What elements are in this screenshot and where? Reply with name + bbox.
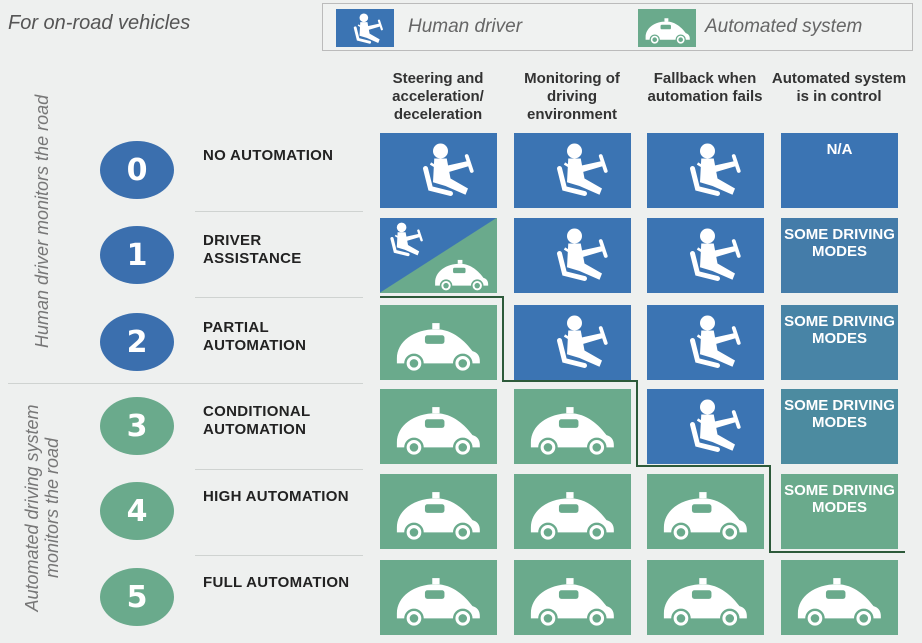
cell-mixed (380, 218, 497, 293)
group-divider (8, 383, 363, 384)
human-driver-icon (336, 9, 394, 47)
divider (195, 297, 363, 298)
cell-text: SOME DRIVING MODES (781, 474, 898, 549)
cell-human (647, 305, 764, 380)
level-3-badge: 3 (100, 397, 174, 455)
cell-human (647, 133, 764, 208)
cell-auto (380, 474, 497, 549)
human-driver-icon (690, 315, 741, 368)
boundary-line (636, 380, 638, 467)
cell-auto (514, 474, 631, 549)
human-driver-icon (557, 315, 608, 368)
cell-text: SOME DRIVING MODES (784, 226, 895, 260)
divider (195, 555, 363, 556)
cell-auto (380, 389, 497, 464)
human-driver-icon (690, 228, 741, 281)
cell-text: SOME DRIVING MODES (784, 397, 895, 431)
cell-human (647, 389, 764, 464)
automated-car-icon (530, 492, 614, 543)
subtitle: For on-road vehicles (8, 12, 191, 34)
boundary-line (769, 465, 771, 553)
human-driver-icon (557, 228, 608, 281)
cell-auto (647, 474, 764, 549)
automated-car-icon (396, 578, 480, 629)
cell-text: SOME DRIVING MODES (784, 313, 895, 347)
human-driver-icon (690, 399, 741, 452)
automated-car-icon (435, 259, 489, 292)
boundary-line (769, 551, 905, 553)
column-header-monitoring: Monitoring of driving environment (524, 70, 620, 123)
automated-car-icon (645, 18, 690, 45)
cell-auto (647, 560, 764, 635)
level-name: HIGH AUTOMATION (203, 488, 349, 505)
human-driver-icon (690, 143, 741, 196)
human-driver-icon (423, 143, 474, 196)
column-header-steering: Steering and acceleration/ deceleration (392, 70, 484, 123)
automated-car-icon (530, 407, 614, 458)
level-1-badge: 1 (100, 226, 174, 284)
legend-human-label: Human driver (408, 16, 523, 37)
divider (195, 469, 363, 470)
level-name: CONDITIONAL AUTOMATION (203, 403, 311, 438)
legend: Human driver Automated system (322, 3, 913, 51)
cell-auto (380, 305, 497, 380)
automated-car-icon (663, 578, 747, 629)
column-header-in-control: Automated system is in control (771, 70, 907, 105)
level-4-badge: 4 (100, 482, 174, 540)
cell-human (514, 133, 631, 208)
cell-text: SOME DRIVING MODES (781, 305, 898, 380)
automated-car-icon (396, 323, 480, 374)
level-name: PARTIAL AUTOMATION (203, 319, 307, 354)
cell-human (380, 133, 497, 208)
cell-auto (380, 560, 497, 635)
automated-car-icon (797, 578, 881, 629)
group-label-human: Human driver monitors the road (32, 94, 52, 348)
human-driver-icon (390, 222, 423, 257)
level-name: FULL AUTOMATION (203, 574, 350, 591)
group-label-automated: Automated driving system monitors the ro… (22, 404, 62, 612)
human-driver-icon (557, 143, 608, 196)
automated-car-icon (663, 492, 747, 543)
cell-text: N/A (826, 141, 853, 158)
human-driver-icon (353, 13, 383, 44)
boundary-line (502, 296, 504, 382)
cell-text: SOME DRIVING MODES (781, 389, 898, 464)
cell-auto (514, 560, 631, 635)
cell-human (514, 218, 631, 293)
level-name: NO AUTOMATION (203, 147, 334, 164)
cell-human (514, 305, 631, 380)
cell-text: SOME DRIVING MODES (781, 218, 898, 293)
level-2-badge: 2 (100, 313, 174, 371)
level-0-badge: 0 (100, 141, 174, 199)
cell-human (647, 218, 764, 293)
level-5-badge: 5 (100, 568, 174, 626)
column-header-fallback: Fallback when automation fails (647, 70, 763, 105)
cell-auto (781, 560, 898, 635)
boundary-line (380, 296, 504, 298)
legend-auto-label: Automated system (705, 16, 863, 37)
automated-car-icon (638, 9, 696, 47)
automated-car-icon (530, 578, 614, 629)
cell-auto (514, 389, 631, 464)
automated-car-icon (396, 492, 480, 543)
level-name: DRIVER ASSISTANCE (203, 232, 302, 267)
cell-text: SOME DRIVING MODES (784, 482, 895, 516)
cell-text: N/A (781, 133, 898, 208)
automated-car-icon (396, 407, 480, 458)
divider (195, 211, 363, 212)
boundary-line (502, 380, 638, 382)
boundary-line (636, 465, 771, 467)
